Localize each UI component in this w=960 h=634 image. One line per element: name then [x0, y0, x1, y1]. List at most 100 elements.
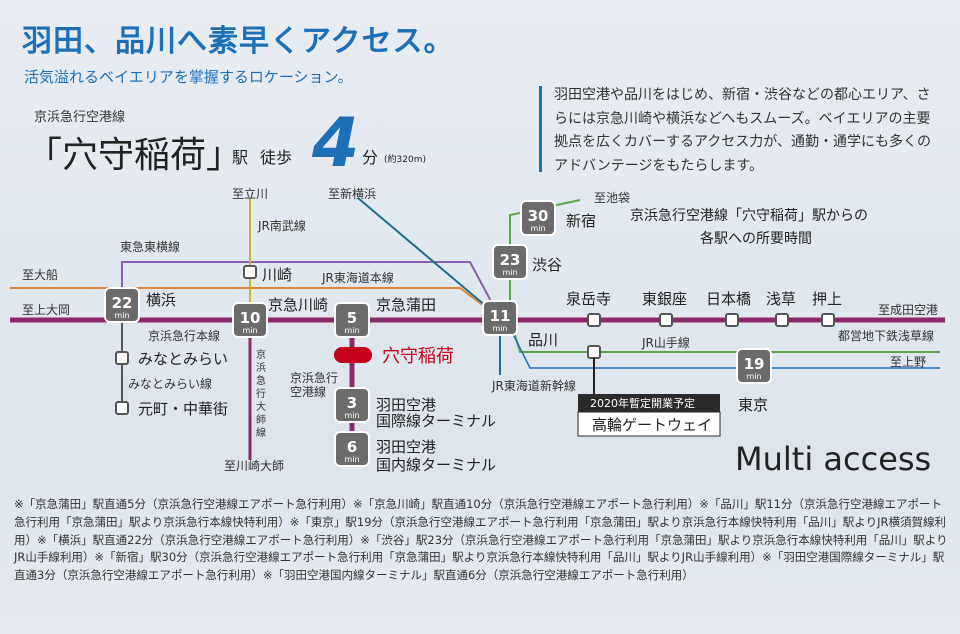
svg-text:浜: 浜: [256, 362, 266, 374]
badge-time-kawasaki: 10: [240, 309, 261, 327]
svg-text:線: 線: [256, 426, 266, 439]
station-kamata: 京急蒲田: [376, 296, 436, 314]
stop-takanawa: [587, 345, 601, 359]
footnote: ※「京急蒲田」駅直通5分（京浜急行空港線エアポート急行利用）※「京急川崎」駅直通…: [14, 497, 948, 583]
badge-time-kamata: 5: [347, 309, 357, 327]
station-shinjuku: 新宿: [566, 212, 596, 230]
station-haneda-dom-2: 国内線ターミナル: [376, 456, 496, 474]
station-haneda-dom-1: 羽田空港: [376, 438, 436, 456]
label-shinkansen: JR東海道新幹線: [491, 378, 576, 393]
description-accent-bar: [539, 86, 542, 172]
station-haneda-intl-1: 羽田空港: [376, 396, 436, 414]
stop-jr-kawasaki: [243, 265, 257, 279]
badge-min-shibuya: min: [502, 268, 517, 277]
station-nihonbashi: 日本橋: [706, 290, 751, 308]
takanawa-opening-note: 2020年暫定開業予定: [590, 396, 695, 410]
badge-tokyo: [736, 348, 772, 384]
badge-min-yokohama: min: [114, 311, 129, 320]
badge-min-shinagawa: min: [492, 324, 507, 333]
badge-min-haneda_intl: min: [344, 411, 359, 420]
home-station-marker: [334, 347, 372, 363]
badge-time-shibuya: 23: [500, 251, 521, 269]
label-tokaido: JR東海道本線: [321, 270, 394, 285]
label-to-kamiooka: 至上大岡: [22, 303, 70, 317]
station-haneda-intl-2: 国際線ターミナル: [376, 412, 496, 430]
label-to-kawasakidaishi: 至川崎大師: [224, 459, 284, 473]
stop-nihonbashi: [725, 313, 739, 327]
badge-min-kawasaki: min: [242, 326, 257, 335]
badge-min-haneda_dom: min: [344, 455, 359, 464]
stop-oshiage: [821, 313, 835, 327]
line-yokosuka: [504, 317, 940, 369]
multi-access-title: Multi access: [735, 440, 932, 478]
station-home: 穴守稲荷: [382, 346, 454, 367]
station-yokohama: 横浜: [146, 291, 176, 309]
description: 羽田空港や品川をはじめ、新宿・渋谷などの都心エリア、さらには京急川崎や横浜などへ…: [554, 87, 932, 174]
stop-minatomirai: [115, 351, 129, 365]
svg-text:京: 京: [256, 348, 266, 361]
stop-motomachi: [115, 401, 129, 415]
station-oshiage: 押上: [812, 290, 842, 308]
label-nambu: JR南武線: [257, 218, 306, 233]
badge-min-kamata: min: [344, 326, 359, 335]
walk-minutes: 4: [312, 104, 360, 183]
svg-text:行: 行: [256, 387, 266, 400]
label-airport-line-2: 空港線: [290, 384, 326, 399]
badge-shibuya: [492, 244, 528, 280]
walk-label: 徒歩: [260, 148, 293, 167]
badge-kawasaki: [232, 302, 268, 338]
subhead: 活気溢れるベイエリアを掌握するロケーション。: [24, 68, 353, 86]
label-to-tachikawa: 至立川: [232, 186, 268, 201]
svg-text:大: 大: [256, 400, 266, 413]
badge-time-yokohama: 22: [112, 294, 133, 312]
minute-unit: 分: [362, 148, 379, 167]
badge-time-shinagawa: 11: [490, 307, 511, 325]
svg-text:師: 師: [256, 413, 266, 426]
label-yamanote: JR山手線: [641, 335, 690, 350]
label-to-shinyokohama: 至新横浜: [328, 186, 376, 201]
badge-time-haneda_dom: 6: [347, 438, 357, 456]
badge-time-shinjuku: 30: [528, 207, 549, 225]
station-shinagawa: 品川: [528, 331, 558, 349]
label-keikyu-main: 京浜急行本線: [148, 328, 220, 343]
label-to-ikebukuro: 至池袋: [594, 191, 630, 205]
line-toyoko: [121, 261, 501, 319]
stop-sengakuji: [587, 313, 601, 327]
stop-asakusa: [775, 313, 789, 327]
badge-kamata: [334, 302, 370, 338]
station-higashiginza: 東銀座: [642, 290, 687, 308]
badge-shinagawa: [482, 300, 518, 336]
headline: 羽田、品川へ素早くアクセス。: [22, 24, 455, 59]
station-tokyo: 東京: [738, 396, 768, 414]
station-name: 「穴守稲荷」: [26, 135, 243, 176]
map-caption-line2: 各駅への所要時間: [700, 231, 812, 247]
station-kawasaki: 京急川崎: [268, 296, 328, 314]
label-minatomirai-line: みなとみらい線: [128, 376, 212, 391]
badge-min-tokyo: min: [746, 372, 761, 381]
stop-higashiginza: [659, 313, 673, 327]
label-airport-line-1: 京浜急行: [290, 370, 338, 385]
station-motomachi: 元町・中華街: [138, 400, 228, 418]
badge-yokohama: [104, 287, 140, 323]
takanawa-callout-body: [577, 411, 721, 437]
distance-label: (約320m): [384, 155, 426, 165]
station-sengakuji: 泉岳寺: [566, 290, 611, 308]
svg-text:急: 急: [256, 374, 266, 387]
badge-min-shinjuku: min: [530, 224, 545, 233]
label-toyoko: 東急東横線: [120, 239, 180, 254]
line-yamanote: [509, 199, 581, 318]
map-caption-line1: 京浜急行空港線「穴守稲荷」駅からの: [630, 208, 868, 224]
badge-haneda_dom: [334, 431, 370, 467]
label-to-ofuna: 至大船: [22, 268, 58, 282]
station-asakusa: 浅草: [766, 290, 796, 308]
station-shibuya: 渋谷: [532, 256, 562, 274]
label-to-ueno: 至上野: [890, 355, 926, 369]
takanawa-callout-head: [578, 394, 720, 412]
station-takanawa: 高輪ゲートウェイ: [592, 416, 712, 434]
label-asakusa-line: 都営地下鉄浅草線: [838, 328, 934, 343]
station-minatomirai: みなとみらい: [138, 350, 228, 368]
line-label: 京浜急行空港線: [34, 110, 126, 125]
eki-label: 駅: [232, 148, 249, 167]
